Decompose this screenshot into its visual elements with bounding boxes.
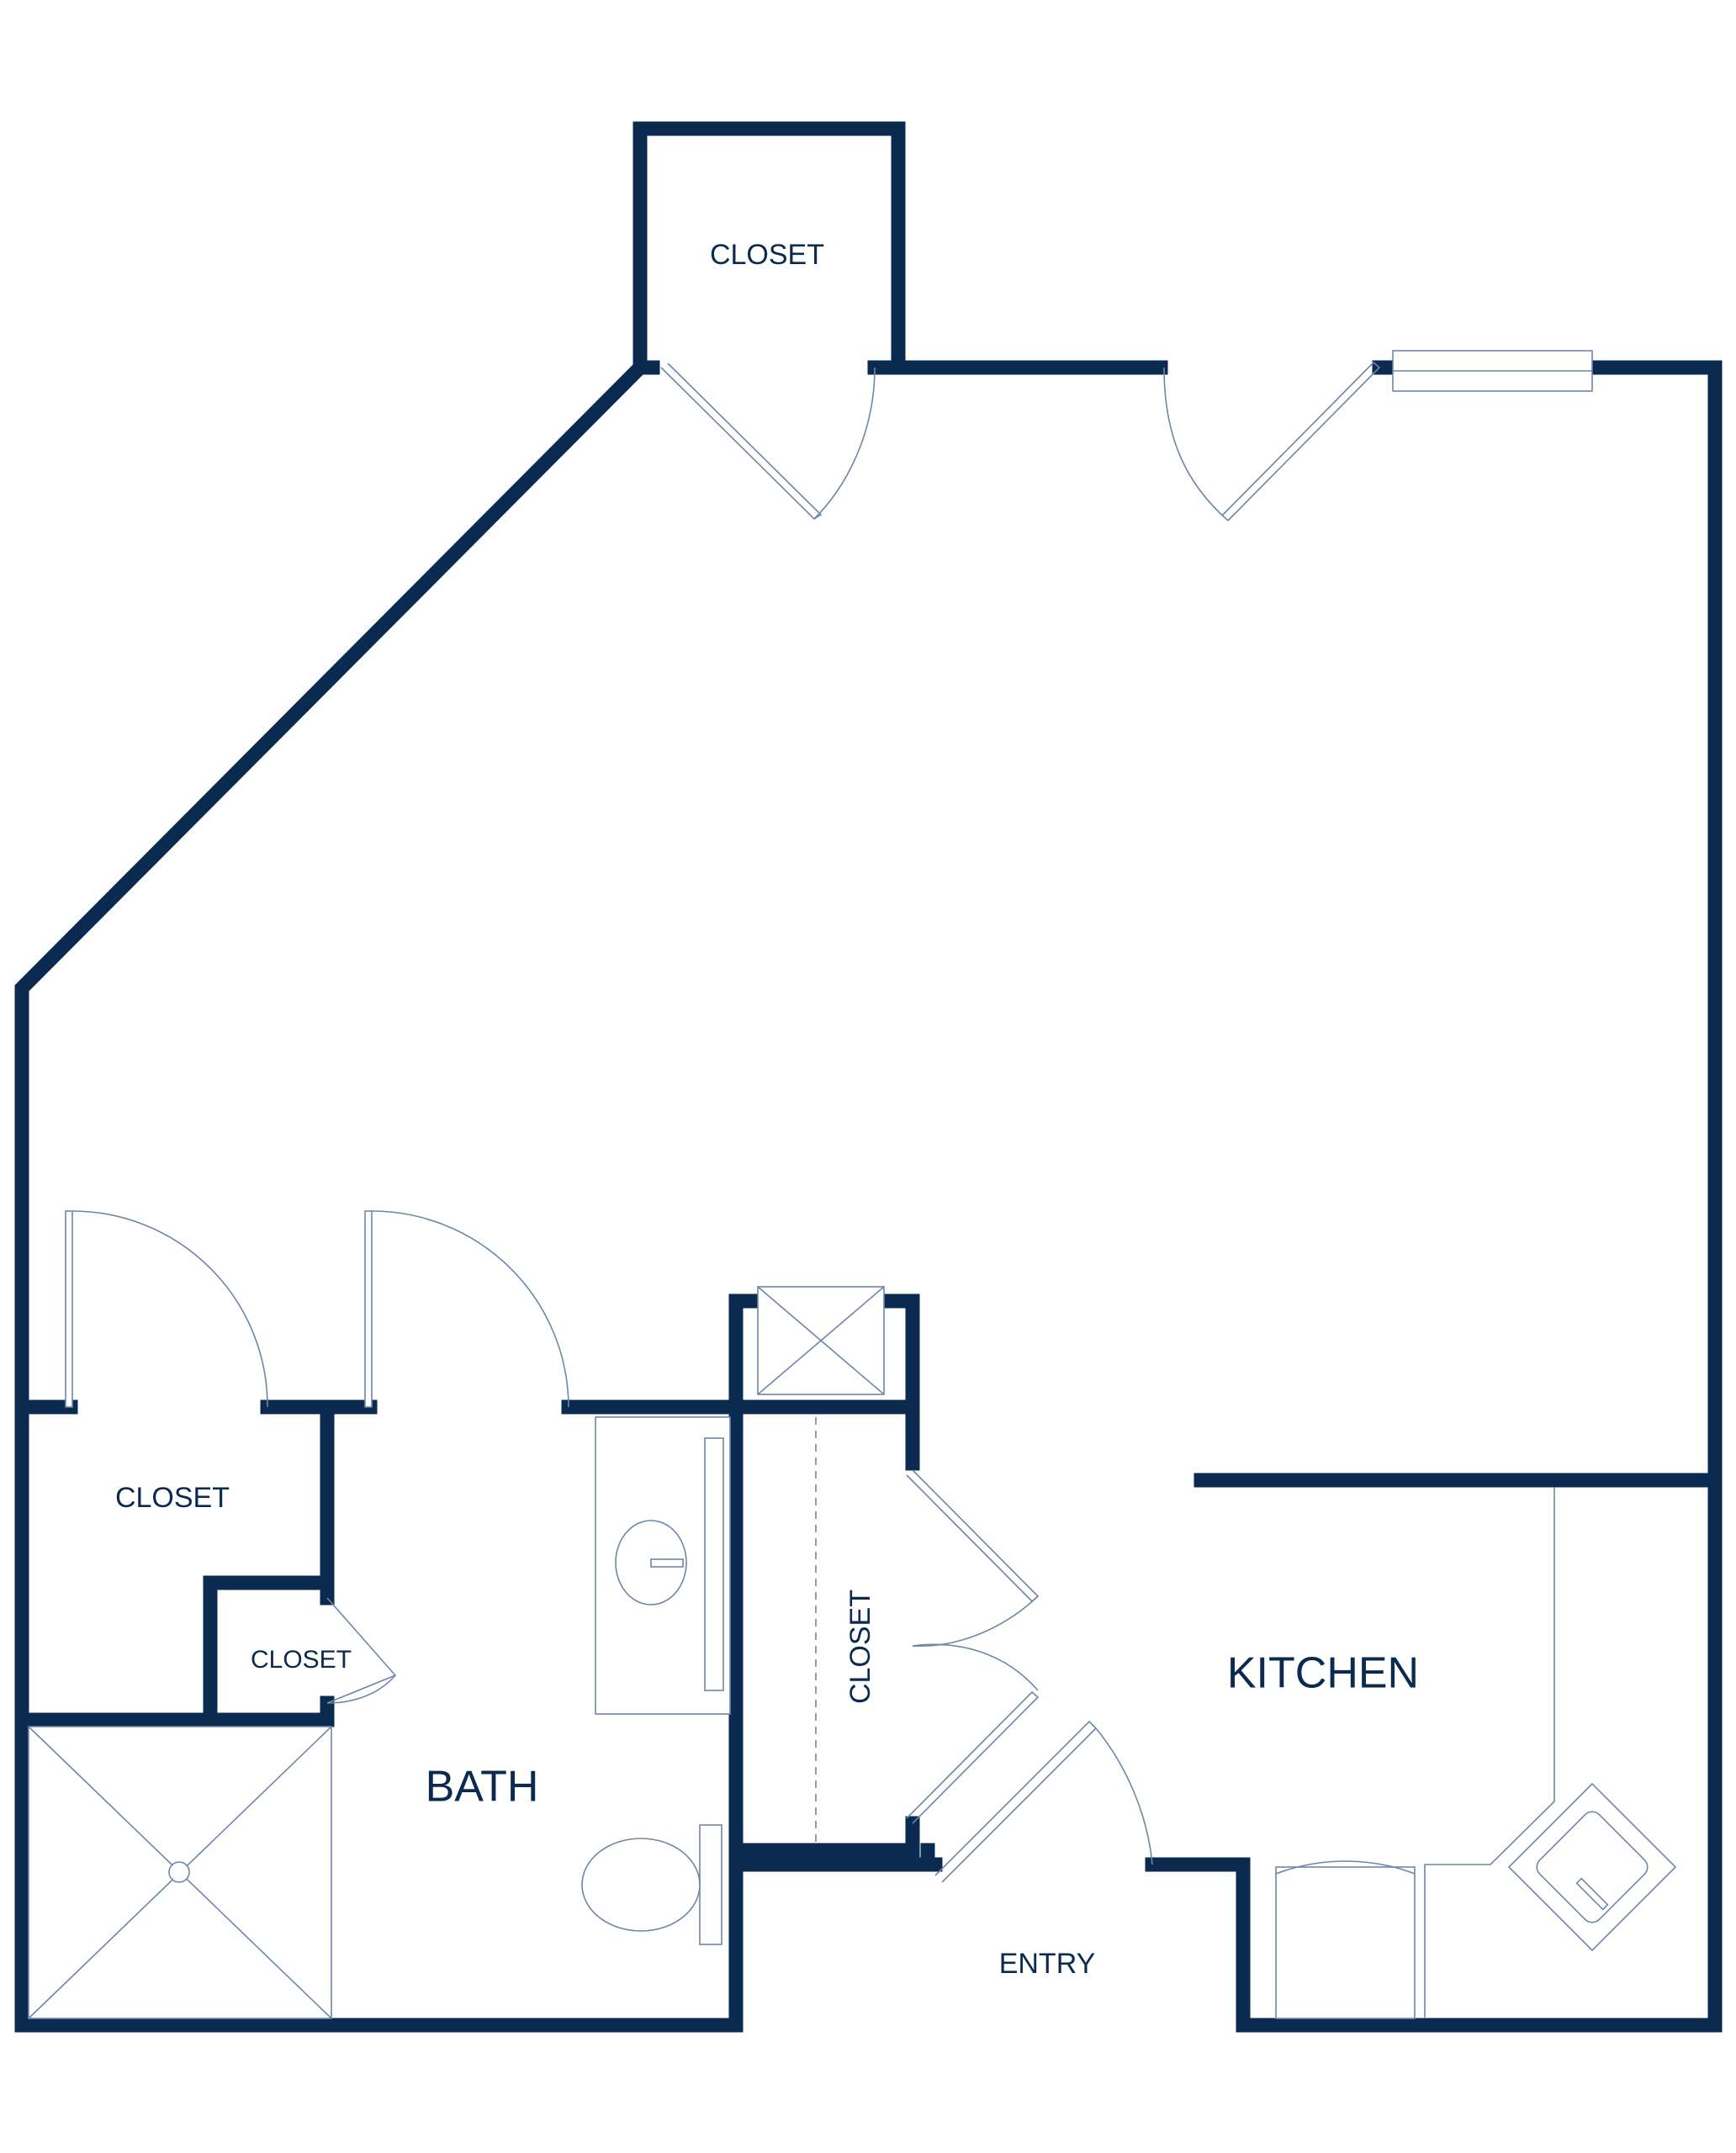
kitchen-counter-edge	[1424, 1487, 1555, 2018]
corner-sink-faucet	[1575, 1877, 1609, 1911]
door-hall-closet-upper-arc2	[912, 1595, 1039, 1648]
door-small-closet-arc	[326, 1674, 396, 1704]
wall-small-closet-bottom	[203, 1695, 335, 1727]
label-closet-small: CLOSET	[251, 1646, 352, 1674]
wall-top-right	[1145, 360, 1723, 2033]
door-entry-arc	[1095, 1727, 1153, 1865]
corner-sink-basin	[1536, 1811, 1649, 1923]
label-kitchen: KITCHEN	[1227, 1649, 1419, 1698]
wall-chase-right	[877, 1293, 920, 1471]
door-hall-closet-upper	[906, 1469, 1040, 1603]
wall-chase	[728, 1293, 763, 1415]
shower-drain	[168, 1861, 190, 1883]
shower-stall	[28, 1726, 332, 2019]
door-top-closet-bifold	[660, 362, 823, 521]
label-bath: BATH	[426, 1763, 539, 1812]
wall-top-closet	[632, 121, 906, 375]
chase-cross-b	[757, 1286, 885, 1395]
wall-small-closet	[14, 1575, 335, 1727]
room-labels: CLOSET CLOSET CLOSET CLOSET BATH KITCHEN…	[115, 239, 1419, 1980]
label-entry: ENTRY	[999, 1948, 1096, 1980]
toilet-bowl	[581, 1838, 701, 1932]
interior-walls	[14, 1293, 1723, 1872]
door-balcony-leaf	[1221, 361, 1381, 521]
door-entry-leaf	[934, 1720, 1098, 1883]
window	[1392, 350, 1593, 392]
label-closet-top: CLOSET	[710, 239, 824, 271]
vanity-backsplash	[704, 1437, 724, 1691]
bath-fixtures	[28, 1416, 731, 2019]
label-closet-left: CLOSET	[115, 1482, 230, 1514]
walls	[14, 121, 1723, 2033]
door-left-closet-arc	[71, 1210, 268, 1408]
label-closet-hall: CLOSET	[844, 1590, 876, 1704]
wall-hall-closet-bottom	[728, 1816, 920, 1858]
mechanical-chase	[757, 1286, 885, 1395]
sink-faucet	[650, 1558, 684, 1568]
kitchen-fixtures	[1275, 1487, 1677, 2019]
range-front-curve	[1275, 1860, 1416, 1875]
range	[1275, 1866, 1416, 2019]
door-hall-closet-lower	[906, 1690, 1040, 1824]
door-top-closet-arc	[813, 367, 876, 520]
door-balcony-arc	[1163, 367, 1229, 521]
door-left-closet-leaf	[65, 1210, 73, 1408]
door-bath-leaf	[364, 1210, 373, 1408]
door-bath-arc	[371, 1210, 569, 1408]
door-hall-closet-upper-arc	[912, 1643, 1039, 1691]
toilet-tank	[699, 1824, 722, 1945]
doors	[65, 361, 1381, 1883]
